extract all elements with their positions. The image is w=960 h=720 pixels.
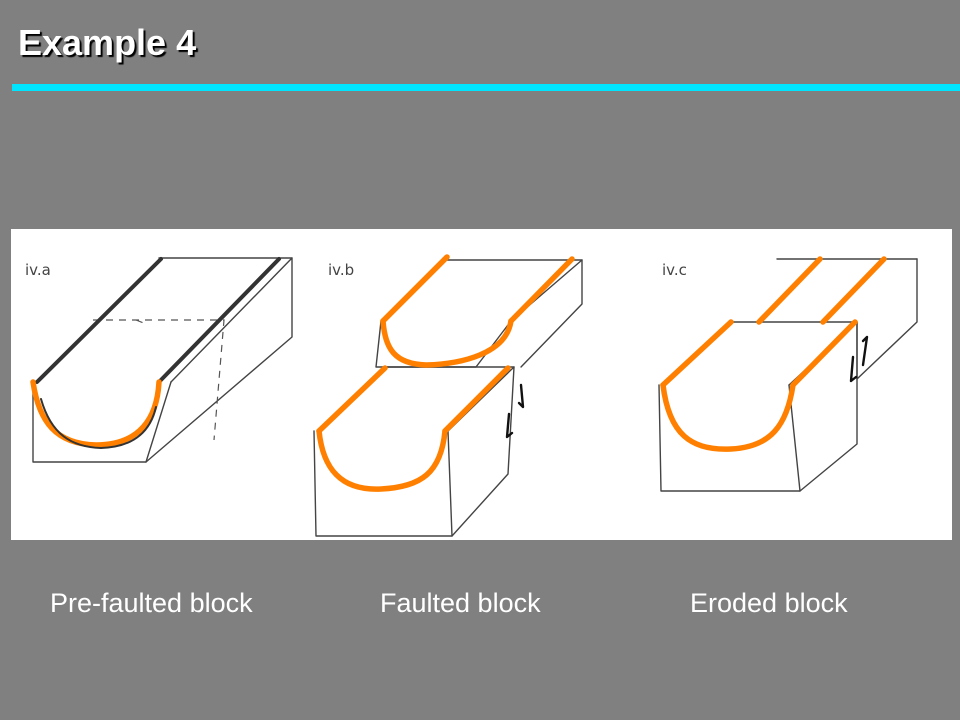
channel-bed-b: [316, 428, 448, 492]
block-outline-a: [32, 257, 293, 463]
fault-offset-arrows-icon: [849, 335, 869, 383]
caption-pre-faulted-block: Pre-faulted block: [50, 588, 253, 618]
upthrown-block-outline: [375, 259, 583, 368]
panel-label-b: iv.b: [328, 261, 354, 279]
panel-label-a: iv.a: [25, 261, 51, 279]
eroded-block-diagram: iv.c: [658, 256, 918, 492]
channel-bed-a: [30, 379, 162, 448]
pre-faulted-block-diagram: iv.a: [25, 257, 293, 463]
downthrown-block-outline: [313, 366, 515, 537]
title-underline: [12, 84, 960, 91]
caption-eroded-block: Eroded block: [690, 588, 848, 618]
block-diagrams-svg: iv.a iv.b: [25, 254, 918, 537]
fault-offset-arrows-icon: [505, 383, 525, 439]
caption-faulted-block: Faulted block: [380, 588, 541, 618]
panel-label-c: iv.c: [662, 261, 687, 279]
slide-title: Example 4: [18, 22, 197, 63]
block-diagram-figure: iv.a iv.b: [11, 229, 952, 540]
channel-bed-c: [660, 382, 796, 452]
faulted-block-diagram: iv.b: [313, 254, 583, 537]
